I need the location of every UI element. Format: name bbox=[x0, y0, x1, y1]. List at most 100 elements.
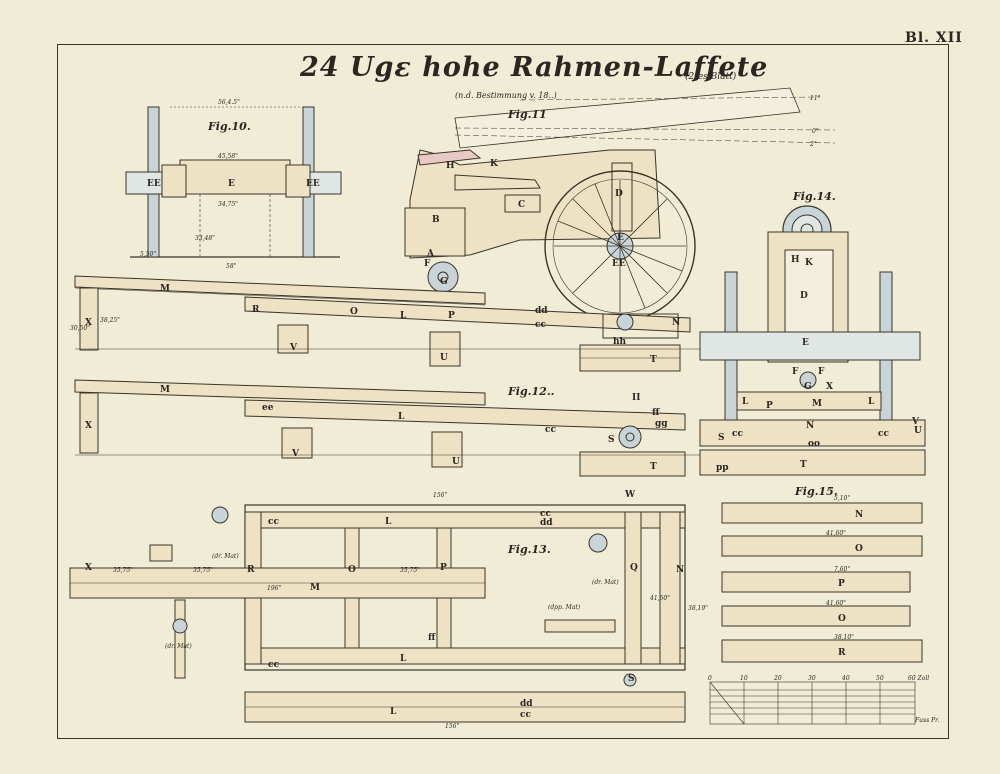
fig13-label-cc-top2: cc bbox=[540, 509, 551, 519]
fig10-dim-top: 56,4.5" bbox=[218, 99, 240, 106]
fig14-label-u: U bbox=[914, 426, 922, 436]
plate-title: 24 Ugε hohe Rahmen-Laffete bbox=[300, 52, 769, 83]
fig13-dim-top: 156" bbox=[433, 492, 447, 499]
fig12-label-l: L bbox=[398, 412, 405, 422]
fig13-dim-n: 41,60" bbox=[649, 595, 670, 602]
fig13-label-n: N bbox=[676, 565, 684, 575]
fig14-title: Fig.14. bbox=[792, 190, 836, 203]
fig10-label-ee-left: EE bbox=[147, 179, 161, 189]
fig13-dim-x1: 35,75" bbox=[113, 567, 133, 574]
fig13-title: Fig.13. bbox=[507, 543, 551, 556]
fig15-cross-pieces bbox=[721, 502, 923, 663]
fig11-label-r: R bbox=[252, 305, 260, 315]
fig11-label-e: E bbox=[617, 233, 624, 243]
fig11-label-n: N bbox=[672, 318, 680, 328]
fig11-label-hh: hh bbox=[613, 337, 627, 347]
title-note: (2tes Blatt) bbox=[685, 72, 737, 82]
fig11-label-v: V bbox=[289, 343, 298, 353]
fig13-dr-mat-2: (dr. Mat) bbox=[592, 579, 619, 586]
fig14-label-pp: pp bbox=[716, 463, 729, 473]
fig10-label-ee-right: EE bbox=[306, 179, 320, 189]
plate-frame bbox=[57, 44, 949, 739]
fig12-side-view bbox=[74, 379, 700, 477]
fig13-label-s: S bbox=[628, 674, 635, 684]
fig14-label-s: S bbox=[718, 433, 725, 443]
plate-number: Bl. XII bbox=[905, 30, 963, 46]
fig11-label-u: U bbox=[440, 353, 448, 363]
fig14-label-oo: oo bbox=[808, 439, 820, 449]
fig12-label-cc: cc bbox=[545, 425, 556, 435]
fig15-label-o2: O bbox=[838, 614, 846, 624]
fig11-angle-mid: 0° bbox=[812, 128, 819, 135]
fig14-label-v: V bbox=[911, 417, 920, 427]
fig14-label-d: D bbox=[800, 291, 808, 301]
fig15-label-n: N bbox=[855, 510, 863, 520]
scale-bar bbox=[709, 681, 916, 725]
fig11-label-h: H bbox=[446, 161, 455, 171]
fig13-label-o: O bbox=[348, 565, 356, 575]
fig11-label-t: T bbox=[650, 355, 657, 365]
fig11-label-g: G bbox=[440, 277, 448, 287]
fig10-dim-vert: 33,48" bbox=[195, 235, 215, 242]
fig14-label-cc1: cc bbox=[732, 429, 743, 439]
fig13-label-l-top: L bbox=[385, 517, 392, 527]
fig12-label-s: S bbox=[608, 435, 615, 445]
fig11-dim-left: 30,50" bbox=[70, 325, 90, 332]
fig13-dpp-mat: (dpp. Mat) bbox=[548, 604, 581, 611]
scale-tick-10: 10 bbox=[740, 675, 748, 682]
fig13-dim-bottom: 156" bbox=[445, 723, 459, 730]
fig13-label-dd-sub: dd bbox=[520, 699, 533, 709]
fig11-label-ee: EE bbox=[612, 259, 626, 269]
fig15-dim-r: 38,10" bbox=[834, 634, 854, 641]
fig14-label-f1: F bbox=[792, 367, 799, 377]
fig13-dr-mat-3: (dr. Mat) bbox=[165, 643, 192, 650]
scale-label: Fuss Pr. bbox=[915, 717, 940, 724]
scale-tick-0: 0 bbox=[708, 675, 712, 682]
fig14-label-p: P bbox=[766, 401, 773, 411]
fig13-label-m: M bbox=[310, 583, 320, 593]
fig12-label-v: V bbox=[291, 449, 300, 459]
fig14-label-l2: L bbox=[868, 397, 875, 407]
fig12-label-ee: ee bbox=[262, 403, 274, 413]
fig10-label-e: E bbox=[228, 179, 235, 189]
fig11-label-l: L bbox=[400, 311, 407, 321]
fig15-dim-o2: 41,60" bbox=[825, 600, 846, 607]
fig11-label-k: K bbox=[490, 159, 499, 169]
fig10-dim-foot: 5,50" bbox=[140, 251, 156, 258]
fig11-label-d: D bbox=[615, 189, 623, 199]
fig13-label-r: R bbox=[247, 565, 255, 575]
fig13-dim-x3: 35,75" bbox=[400, 567, 420, 574]
fig14-label-n: N bbox=[806, 421, 814, 431]
fig12-label-ff: ff bbox=[652, 408, 660, 418]
fig15-label-r: R bbox=[838, 648, 846, 658]
fig10-title: Fig.10. bbox=[207, 120, 251, 133]
fig13-label-l-bottom: L bbox=[400, 654, 407, 664]
fig14-label-cc2: cc bbox=[878, 429, 889, 439]
fig13-dr-mat-1: (dr. Mat) bbox=[212, 553, 239, 560]
fig14-front-view bbox=[699, 205, 926, 476]
fig13-label-cc-sub: cc bbox=[520, 710, 531, 720]
scale-tick-40: 40 bbox=[841, 675, 850, 682]
fig13-label-cc-top: cc bbox=[268, 517, 279, 527]
fig15-dim-p: 7,60" bbox=[834, 566, 850, 573]
fig11-label-cc: cc bbox=[535, 320, 546, 330]
scale-tick-60: 60 Zoll bbox=[908, 675, 929, 682]
fig15-dim-n: 5,10" bbox=[834, 495, 850, 502]
fig11-label-b: B bbox=[432, 215, 440, 225]
fig15-label-p: P bbox=[838, 579, 845, 589]
fig10-axle-view bbox=[125, 106, 342, 258]
fig11-label-o: O bbox=[350, 307, 358, 317]
fig11-angle-upper: 11° bbox=[810, 95, 821, 102]
fig11-label-x: X bbox=[85, 318, 92, 328]
fig11-title: Fig.11 bbox=[507, 108, 547, 121]
fig14-label-k: K bbox=[805, 258, 814, 268]
fig14-label-l1: L bbox=[742, 397, 749, 407]
fig15-label-o1: O bbox=[855, 544, 863, 554]
scale-tick-50: 50 bbox=[876, 675, 884, 682]
fig12-label-m: M bbox=[160, 385, 170, 395]
fig10-dim-mid: 45,58" bbox=[217, 153, 238, 160]
fig11-label-dd: dd bbox=[535, 306, 548, 316]
scale-tick-20: 20 bbox=[773, 675, 782, 682]
fig12-label-x: X bbox=[85, 421, 92, 431]
